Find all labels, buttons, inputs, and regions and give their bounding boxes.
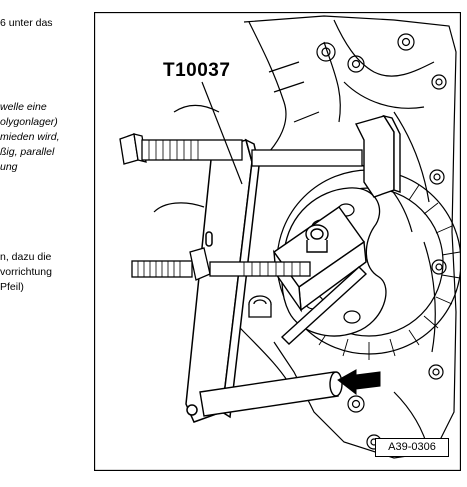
- upper-spindle: [119, 133, 363, 167]
- label-leader-line: [201, 81, 243, 185]
- text-line: vorrichtung: [0, 266, 52, 278]
- tool-label: T10037: [163, 60, 231, 81]
- text-line: olygonlager): [0, 116, 58, 128]
- text-line: Pfeil): [0, 281, 24, 293]
- technical-illustration: [94, 12, 461, 471]
- text-line: mieden wird,: [0, 131, 60, 143]
- text-line-top: 6 unter das: [0, 17, 53, 29]
- lower-bolt: [248, 295, 272, 318]
- text-line: ung: [0, 161, 18, 173]
- hook-bracket: [354, 114, 401, 198]
- text-line: n, dazu die: [0, 251, 52, 263]
- arrow-icon: [337, 369, 381, 396]
- text-line: ßig, parallel: [0, 146, 55, 158]
- text-line: welle eine: [0, 101, 47, 113]
- figure-id: A39-0306: [375, 438, 449, 457]
- lower-rod: [199, 371, 343, 417]
- middle-spindle: [131, 247, 311, 281]
